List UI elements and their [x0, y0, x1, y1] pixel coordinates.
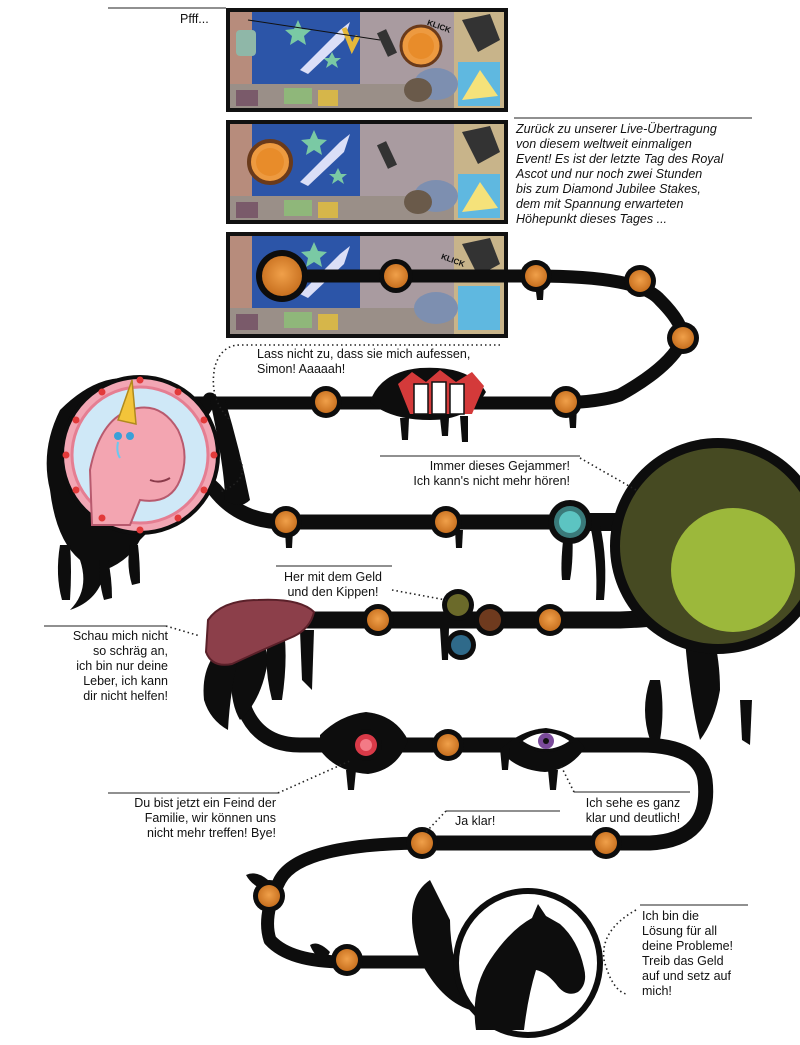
big-olive-orb [610, 438, 800, 654]
blue-node [446, 630, 476, 660]
caption-pfff: Pfff... [180, 12, 209, 26]
comic-panel-2 [226, 120, 508, 224]
path-node-4 [667, 322, 699, 354]
caption-i-see-it-clearly: Ich sehe es ganz klar und deutlich! [585, 796, 681, 825]
path-node-12 [406, 827, 438, 859]
comic-panel-1: KLICK [226, 8, 508, 112]
caption-sure: Ja klar! [455, 814, 496, 828]
path-node-5 [550, 386, 582, 418]
caption-horse-solution: Ich bin die Lösung für all deine Problem… [642, 909, 734, 998]
path-node-8 [430, 506, 462, 538]
caption-enemy-of-family: Du bist jetzt ein Feind der Familie, wir… [134, 796, 276, 840]
path-node-14 [253, 880, 285, 912]
teal-node [548, 500, 592, 544]
caption-live-broadcast: Zurück zu unserer Live-Übertragung von d… [516, 122, 724, 226]
path-node-1 [379, 259, 413, 293]
path-node-2 [520, 260, 552, 292]
brown-node [474, 604, 506, 636]
path-node-panel3 [256, 250, 308, 302]
caption-dont-let-them-eat-me: Lass nicht zu, dass sie mich aufessen, S… [257, 347, 471, 376]
path-node-7 [270, 506, 302, 538]
liver [204, 598, 316, 666]
path-node-11 [432, 729, 464, 761]
speech-pointers [44, 7, 752, 995]
path-node-9 [362, 604, 394, 636]
path-node-3 [624, 265, 656, 297]
caption-liver: Schau mich nicht so schräg an, ich bin n… [72, 629, 168, 703]
caption-money-and-cigarettes: Her mit dem Geld und den Kippen! [284, 570, 382, 599]
horse-porthole [453, 888, 603, 1038]
red-node [350, 729, 382, 761]
unicorn-porthole [60, 375, 220, 535]
caption-always-whining: Immer dieses Gejammer! Ich kann's nicht … [413, 459, 570, 488]
olive-node [442, 589, 474, 621]
path-node-15 [331, 944, 363, 976]
path-node-13 [590, 827, 622, 859]
fries-box [398, 370, 484, 415]
path-node-10 [534, 604, 566, 636]
path-node-6 [310, 386, 342, 418]
purple-eye [517, 730, 575, 752]
